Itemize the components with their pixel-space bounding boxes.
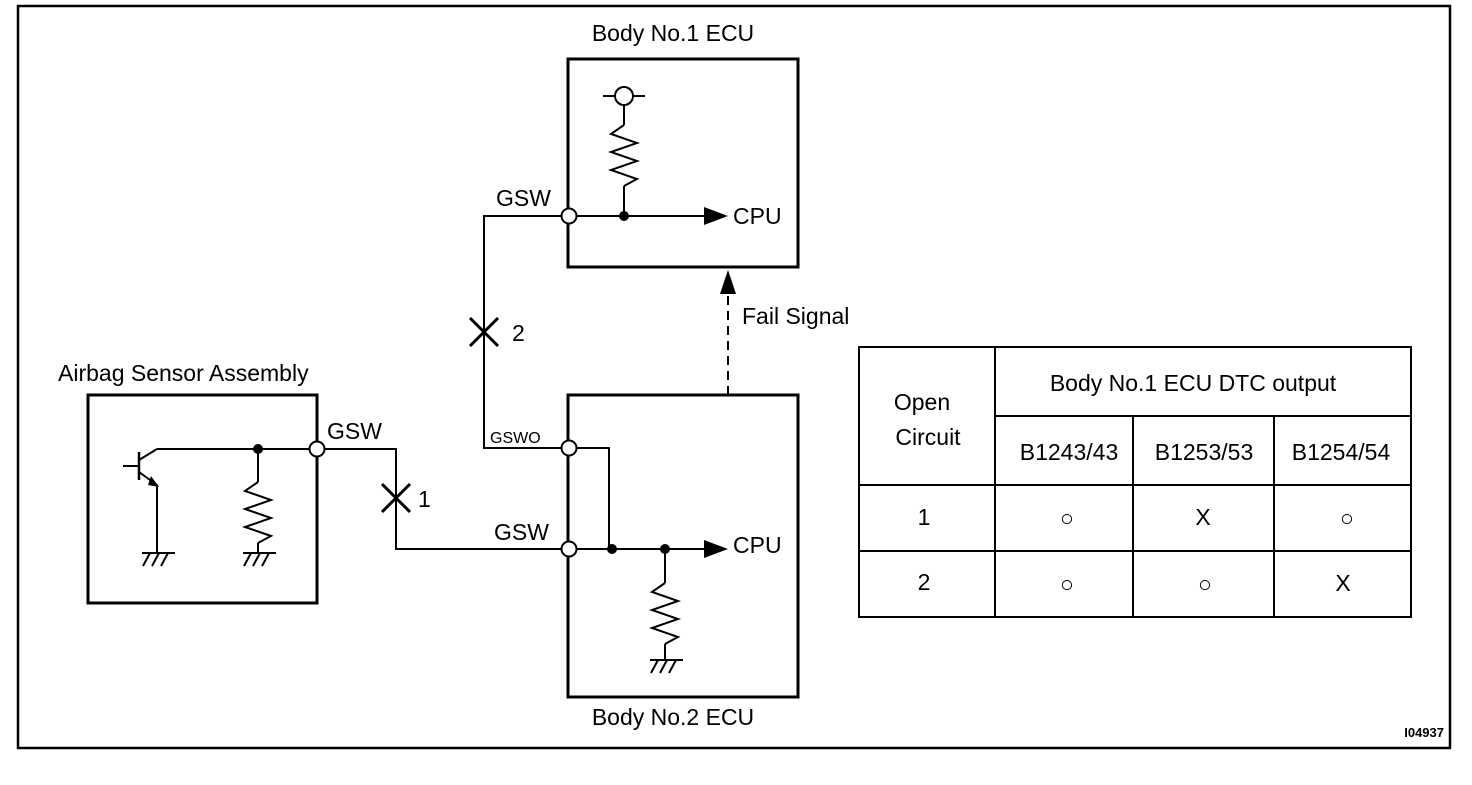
table-column-header: B1253/53	[1155, 439, 1253, 465]
cpu-label-no1: CPU	[733, 203, 782, 229]
body-no2-ecu: Body No.2 ECU CPU GSWO GSW	[490, 393, 800, 730]
table-cell: ○	[1060, 571, 1074, 597]
ground-icon	[142, 552, 175, 567]
table-column-header: B1243/43	[1020, 439, 1118, 465]
figure-reference: I04937	[1404, 725, 1444, 740]
power-supply-symbol	[614, 86, 634, 106]
fail-signal-arrow	[720, 270, 736, 294]
break-mark-2b	[468, 316, 500, 348]
dtc-table: Open Circuit Body No.1 ECU DTC output B1…	[858, 346, 1412, 618]
gswo-internal-wire	[576, 447, 610, 549]
table-cell: X	[1335, 570, 1350, 596]
gsw-terminal-no2	[560, 540, 578, 558]
pullup-resistor	[607, 124, 641, 187]
body-no1-ecu: Body No.1 ECU CPU GSW	[496, 20, 800, 269]
airbag-sensor-assembly: Airbag Sensor Assembly	[58, 360, 382, 605]
break-point-2-label: 2	[512, 320, 525, 346]
gswo-terminal	[560, 439, 578, 457]
table-cell: ○	[1060, 505, 1074, 531]
ground-icon	[650, 659, 683, 674]
gsw-terminal-no1	[560, 207, 578, 225]
arrow-to-cpu-no1	[704, 207, 728, 225]
break-mark-1b	[380, 482, 412, 514]
break-point-1-label: 1	[418, 486, 431, 512]
body-no1-ecu-title: Body No.1 ECU	[592, 20, 754, 46]
gsw-pin-label-no2: GSW	[494, 519, 549, 545]
ground-icon	[243, 552, 276, 567]
table-cell: ○	[1340, 505, 1354, 531]
gsw-pin-label-no1: GSW	[496, 185, 551, 211]
table-border	[858, 346, 1412, 618]
arrow-to-cpu-no2	[704, 540, 728, 558]
gsw-pin-label-airbag: GSW	[327, 418, 382, 444]
table-cell: ○	[1198, 571, 1212, 597]
airbag-sensor-title: Airbag Sensor Assembly	[58, 360, 309, 386]
pulldown-resistor	[648, 582, 682, 645]
gswo-pin-label: GSWO	[490, 430, 541, 447]
airbag-sensor-box	[86, 393, 319, 605]
fail-signal: Fail Signal	[720, 270, 849, 395]
gsw-terminal-airbag	[308, 440, 326, 458]
table-row-circuit: 2	[918, 569, 931, 595]
table-row-circuit: 1	[918, 504, 931, 530]
junction-dot	[607, 544, 617, 554]
break-point-1: 1	[380, 482, 431, 514]
body-no2-ecu-title: Body No.2 ECU	[592, 704, 754, 730]
table-header-open: Open	[894, 389, 950, 415]
table-header-circuit: Circuit	[895, 424, 961, 450]
fail-signal-label: Fail Signal	[742, 303, 849, 329]
table-column-header: B1254/54	[1292, 439, 1391, 465]
outer-frame	[16, 4, 1452, 750]
break-point-2: 2	[468, 316, 525, 348]
table-header-group: Body No.1 ECU DTC output	[1050, 370, 1337, 396]
table-cell: X	[1195, 504, 1210, 530]
body-no1-ecu-box	[566, 57, 800, 269]
transistor-icon	[123, 448, 159, 553]
sensor-resistor	[241, 481, 275, 544]
cpu-label-no2: CPU	[733, 532, 782, 558]
